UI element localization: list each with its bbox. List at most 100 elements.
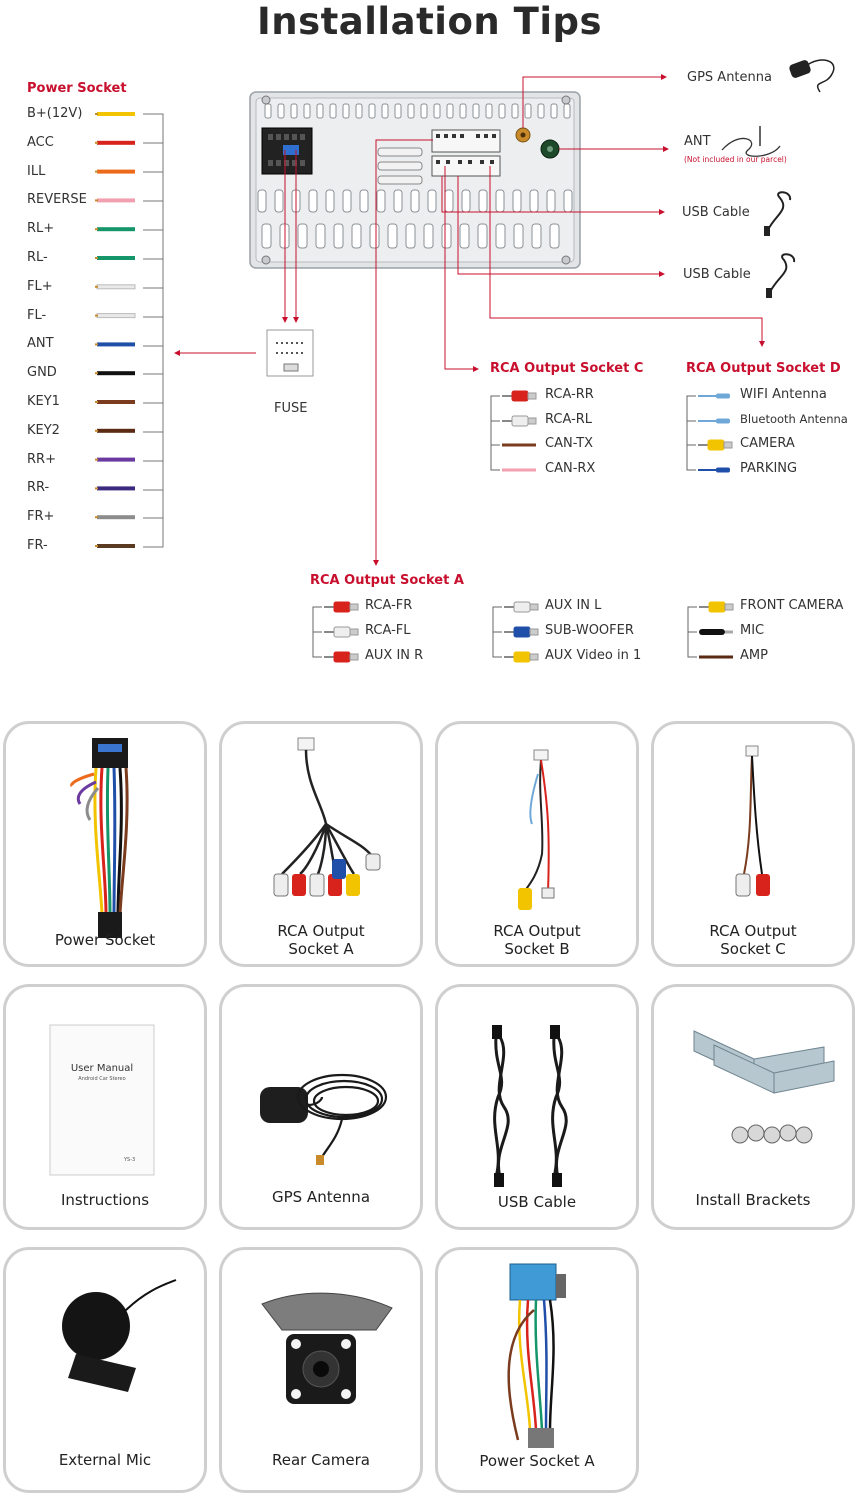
- pin-wire-swatch: [97, 515, 135, 520]
- pin-wire-tip: [95, 141, 98, 144]
- socket-item-connector: [324, 651, 359, 663]
- product-name: Power Socket: [54, 931, 156, 949]
- product-name-line-1: RCA Output: [277, 922, 365, 940]
- pin-wire-tip: [95, 458, 98, 461]
- socket-item-connector: [504, 651, 539, 663]
- pin-label: RL+: [27, 221, 55, 237]
- socket-item-label: WIFI Antenna: [740, 387, 827, 402]
- product-name: USB Cable: [497, 1193, 577, 1211]
- usb-cable-label-1: USB Cable: [682, 205, 750, 220]
- usb-cable-icon: [492, 1025, 568, 1187]
- pin-label: RR-: [27, 480, 50, 496]
- pin-wire-swatch: [97, 428, 135, 433]
- socket-item-connector: [698, 393, 730, 399]
- product-name-line-2: Socket C: [720, 940, 786, 958]
- pin-wire-swatch: [97, 256, 135, 260]
- product-name: Install Brackets: [695, 1191, 811, 1209]
- pin-wire-swatch: [97, 486, 135, 491]
- product-card-install-brackets: Install Brackets: [651, 984, 855, 1230]
- product-name: Rear Camera: [272, 1451, 370, 1469]
- socket-item-connector: [698, 418, 730, 424]
- product-name: RCA Output Socket B: [438, 922, 636, 958]
- product-name: External Mic: [58, 1451, 152, 1469]
- brackets-screws-icon: [693, 1030, 835, 1144]
- pin-wire-tip: [95, 314, 98, 317]
- pin-wire-tip: [95, 170, 98, 173]
- product-card-gps-antenna: GPS Antenna: [219, 984, 423, 1230]
- product-card-power-socket-a: Power Socket A: [435, 1247, 639, 1493]
- product-name: Power Socket A: [479, 1452, 595, 1470]
- socket-a-heading: RCA Output Socket A: [310, 573, 464, 588]
- pin-wire-swatch: [97, 140, 135, 145]
- pin-wire-tip: [95, 372, 98, 375]
- socket-item-label: RCA-RL: [545, 412, 593, 427]
- usb-cable-icon-1: [764, 191, 792, 236]
- product-card-rca-c: RCA Output Socket C: [651, 721, 855, 967]
- pin-label: RR+: [27, 451, 56, 467]
- power-socket-harness-a-icon: [507, 1263, 566, 1448]
- pin-label: ACC: [27, 134, 54, 150]
- socket-item-label: Bluetooth Antenna: [740, 412, 848, 426]
- pin-label: KEY2: [27, 422, 60, 438]
- socket-item-connector: [502, 390, 537, 402]
- page-title: Installation Tips: [256, 0, 603, 43]
- pin-label: B+(12V): [27, 106, 83, 121]
- fuse-block: [266, 329, 314, 377]
- pin-wire-tip: [95, 228, 98, 231]
- product-card-usb-cable: USB Cable: [435, 984, 639, 1230]
- pin-wire-swatch: [97, 371, 135, 376]
- pin-wire-swatch: [97, 342, 135, 347]
- pin-label: GND: [27, 365, 57, 381]
- rca-harness-c-icon: [735, 745, 770, 897]
- socket-item-label: AUX Video in 1: [545, 648, 642, 663]
- product-card-rca-b: RCA Output Socket B: [435, 721, 639, 967]
- socket-item-label: RCA-RR: [545, 387, 594, 402]
- pin-label: ILL: [27, 163, 46, 179]
- pin-label: FL-: [27, 307, 47, 323]
- socket-c-heading: RCA Output Socket C: [490, 361, 644, 376]
- socket-item-label: AUX IN R: [365, 648, 424, 663]
- pin-wire-tip: [95, 257, 98, 259]
- product-card-power-socket: Power Socket: [3, 721, 207, 967]
- manual-code: YS-3: [124, 1157, 136, 1163]
- pin-wire-swatch: [97, 112, 135, 116]
- ant-cable-icon: [721, 126, 781, 157]
- pin-wire-swatch: [97, 169, 135, 174]
- rear-camera-icon: [261, 1292, 393, 1404]
- pin-wire-swatch: [97, 198, 135, 203]
- rca-harness-a-icon: [273, 737, 381, 897]
- pin-wire-swatch: [96, 313, 136, 319]
- pin-wire-tip: [95, 545, 98, 547]
- socket-item-label: FRONT CAMERA: [740, 598, 844, 613]
- pin-label: REVERSE: [27, 192, 87, 208]
- socket-item-connector: [502, 415, 537, 427]
- socket-item-connector: [504, 601, 539, 613]
- socket-item-label: CAN-TX: [545, 436, 594, 451]
- socket-item-connector: [324, 601, 359, 613]
- user-manual-icon: [49, 1024, 155, 1176]
- product-name: Instructions: [60, 1191, 150, 1209]
- socket-item-label: AUX IN L: [545, 598, 602, 613]
- manual-subtitle: Android Car Stereo: [78, 1076, 126, 1082]
- power-socket-harness-icon: [70, 738, 129, 938]
- product-name: RCA Output Socket C: [654, 922, 852, 958]
- pin-wire-tip: [95, 487, 98, 490]
- pin-wire-tip: [95, 343, 98, 346]
- socket-item-connector: [698, 467, 730, 473]
- socket-item-label: MIC: [740, 623, 765, 638]
- pin-wire-tip: [95, 285, 98, 288]
- socket-item-connector: [699, 629, 733, 635]
- socket-item-label: RCA-FR: [365, 598, 413, 613]
- pin-label: ANT: [27, 336, 54, 352]
- socket-item-label: RCA-FL: [365, 623, 411, 638]
- product-card-rear-camera: Rear Camera: [219, 1247, 423, 1493]
- pin-label: FR+: [27, 509, 55, 525]
- pin-wire-tip: [95, 429, 98, 432]
- pin-wire-tip: [95, 401, 98, 403]
- socket-item-connector: [699, 601, 734, 613]
- pin-label: KEY1: [27, 394, 60, 409]
- connection-lines: [174, 74, 765, 566]
- gps-antenna-icon: [789, 59, 835, 93]
- socket-item-label: CAN-RX: [545, 461, 596, 476]
- product-name-line-2: Socket B: [504, 940, 570, 958]
